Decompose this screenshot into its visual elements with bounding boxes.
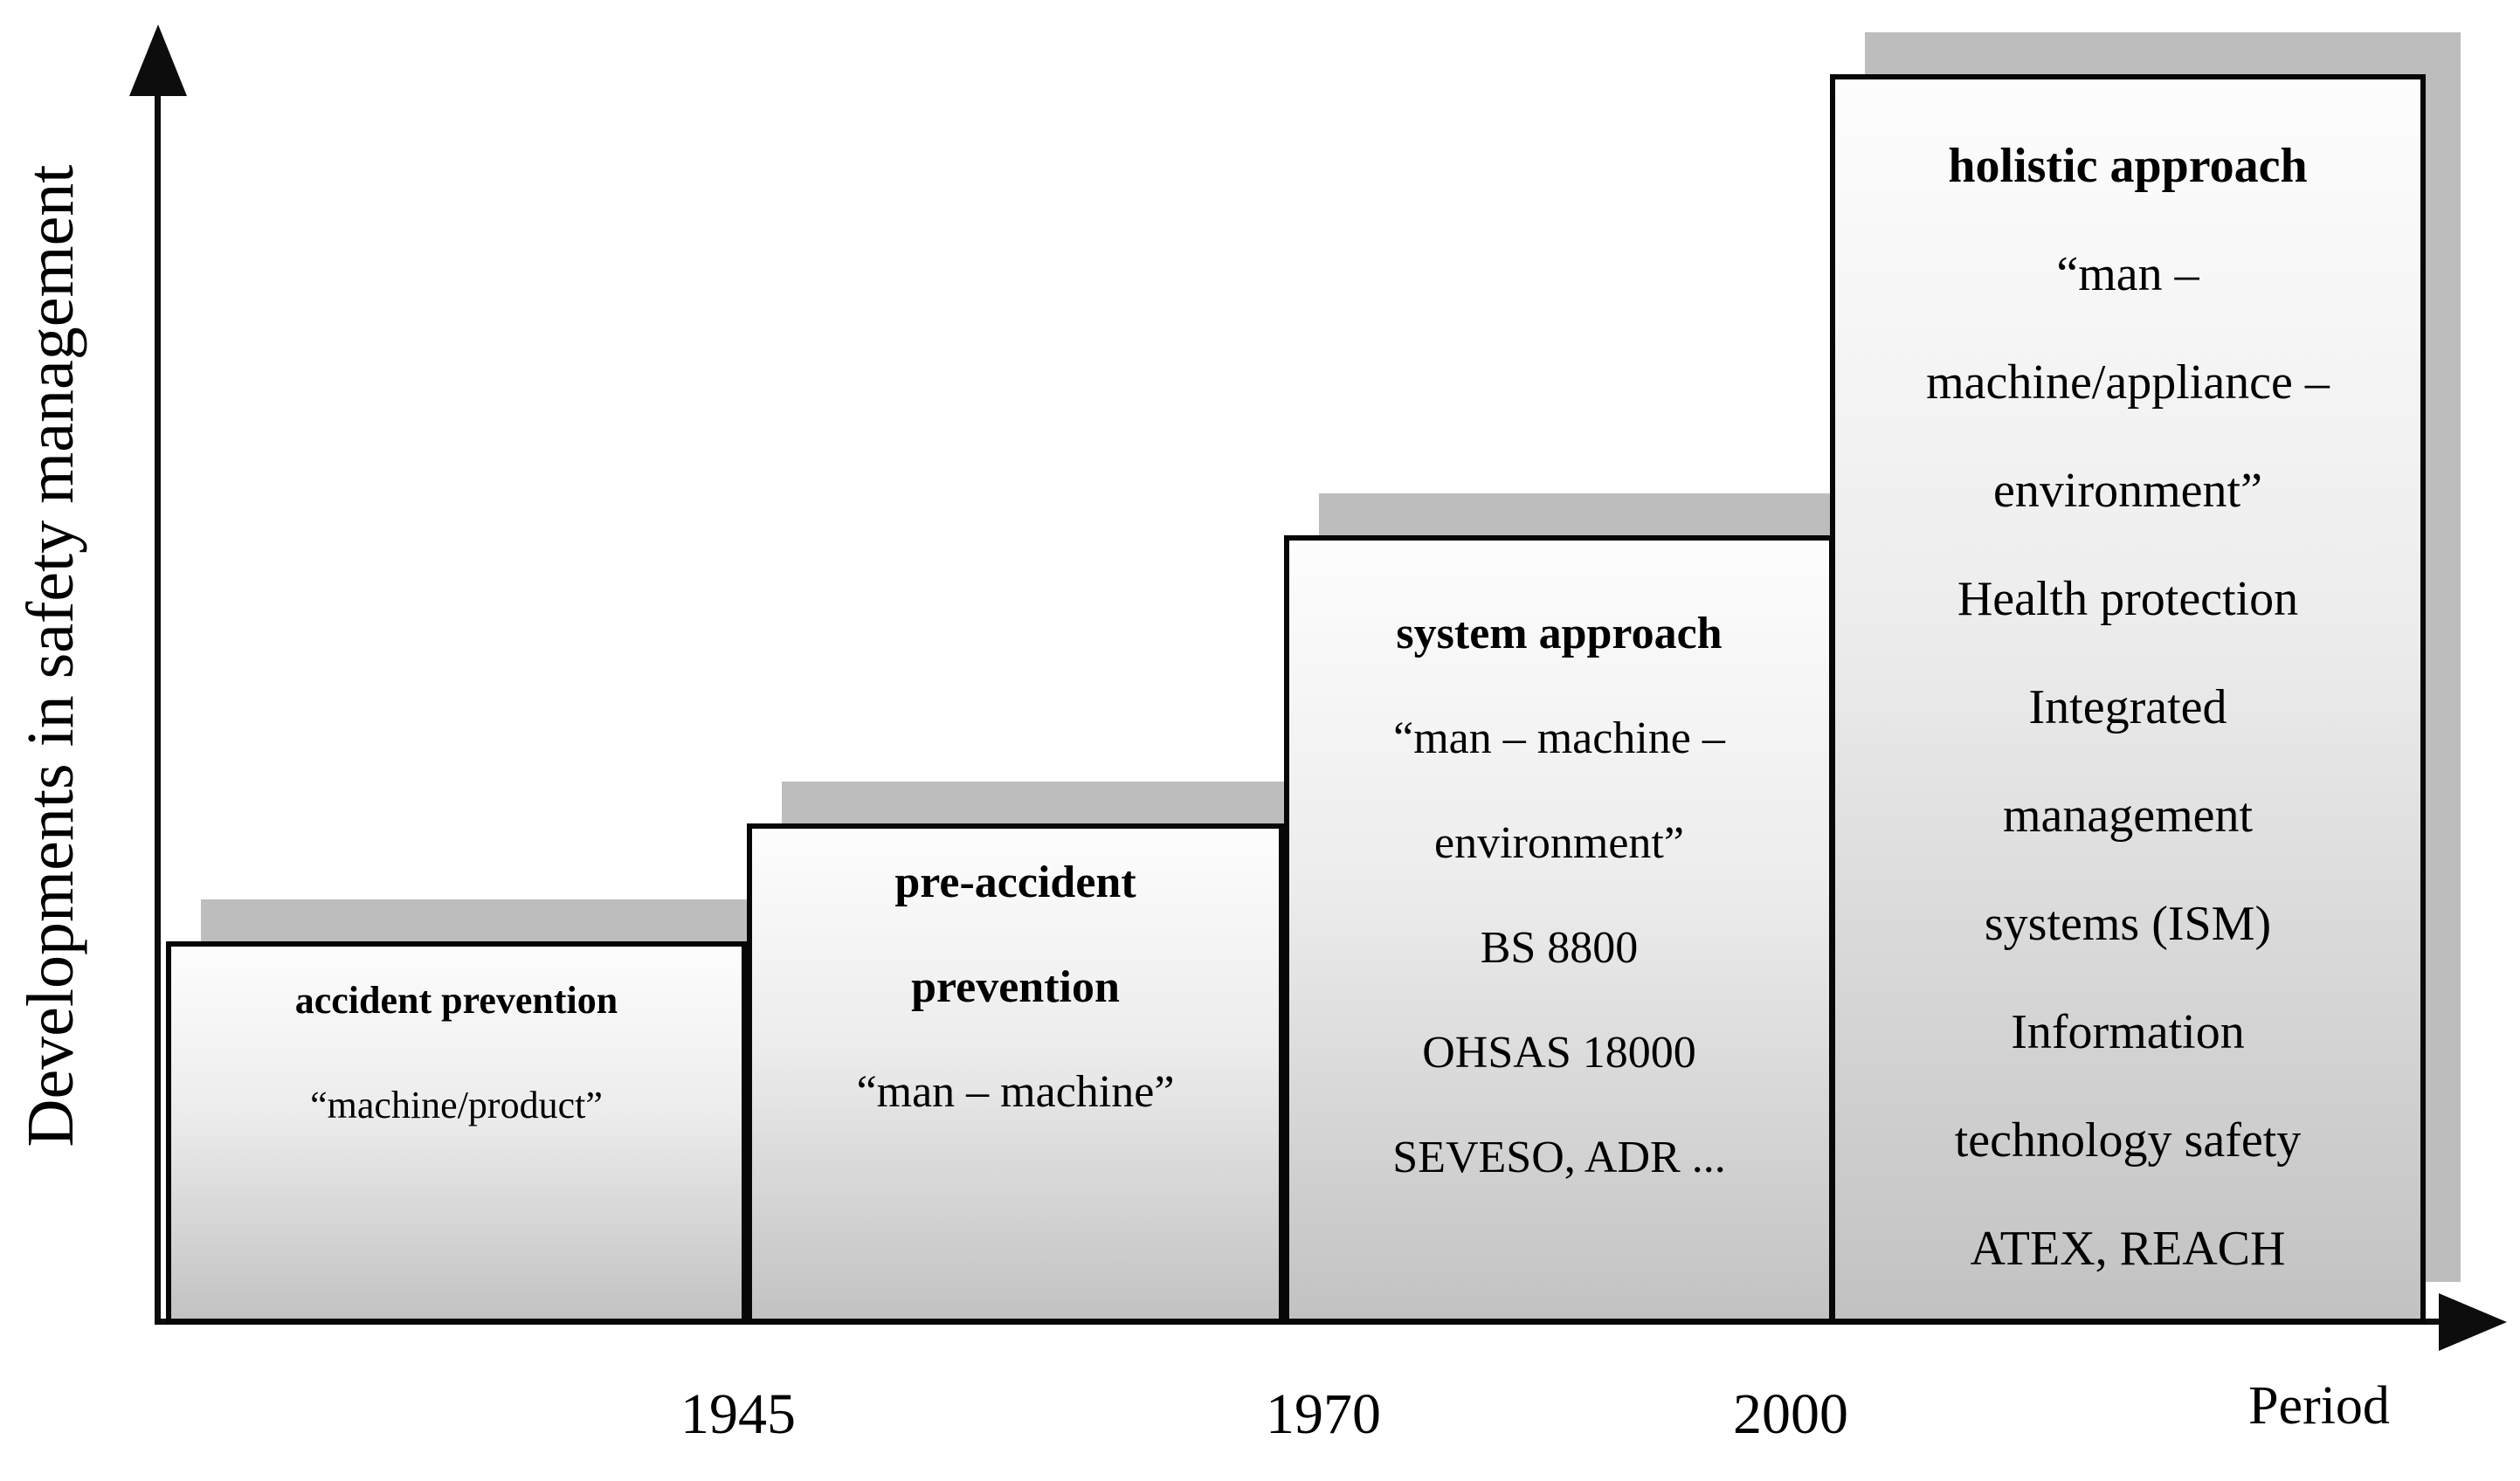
x-axis-arrow-icon xyxy=(2439,1293,2507,1351)
stage-box-accident-prevention: accident prevention “machine/product” xyxy=(166,941,747,1324)
y-axis-arrow-icon xyxy=(129,24,187,96)
stage-detail: ATEX, REACH xyxy=(1970,1222,2286,1276)
stage-detail: OHSAS 18000 xyxy=(1422,1028,1696,1078)
stage-detail: Information xyxy=(2011,1005,2245,1059)
x-tick-2000: 2000 xyxy=(1733,1382,1848,1446)
stage-detail: systems (ISM) xyxy=(1984,897,2272,951)
y-axis-line xyxy=(155,83,161,1324)
stage-title: prevention xyxy=(911,962,1120,1012)
stage-title: system approach xyxy=(1396,609,1723,658)
x-axis-label: Period xyxy=(2248,1376,2390,1436)
stage-detail: SEVESO, ADR ... xyxy=(1392,1133,1726,1182)
stage-box-holistic-approach: holistic approach “man – machine/applian… xyxy=(1830,74,2426,1324)
stage-detail: environment” xyxy=(1993,464,2262,518)
x-tick-1945: 1945 xyxy=(680,1382,796,1446)
stage-detail: “man – xyxy=(2056,247,2199,301)
stage-detail: Integrated xyxy=(2028,680,2227,734)
stage-box-system-approach: system approach “man – machine – environ… xyxy=(1284,535,1834,1324)
stage-detail: BS 8800 xyxy=(1480,923,1639,973)
x-tick-1970: 1970 xyxy=(1266,1382,1381,1446)
stage-detail: technology safety xyxy=(1954,1113,2302,1168)
stage-detail: Health protection xyxy=(1957,572,2299,626)
stage-box-pre-accident-prevention: pre-accident prevention “man – machine” xyxy=(747,823,1284,1324)
stage-title: accident prevention xyxy=(294,979,618,1022)
stage-detail: machine/appliance – xyxy=(1926,355,2330,410)
stage-detail: “man – machine – xyxy=(1393,713,1725,763)
stage-title: holistic approach xyxy=(1948,139,2308,193)
stage-detail: “machine/product” xyxy=(310,1084,603,1126)
stage-detail: environment” xyxy=(1434,818,1684,868)
stage-title: pre-accident xyxy=(894,858,1136,907)
stage-detail: management xyxy=(2002,789,2254,843)
y-axis-label: Developments in safety management xyxy=(14,164,87,1147)
stage-detail: “man – machine” xyxy=(856,1067,1175,1117)
